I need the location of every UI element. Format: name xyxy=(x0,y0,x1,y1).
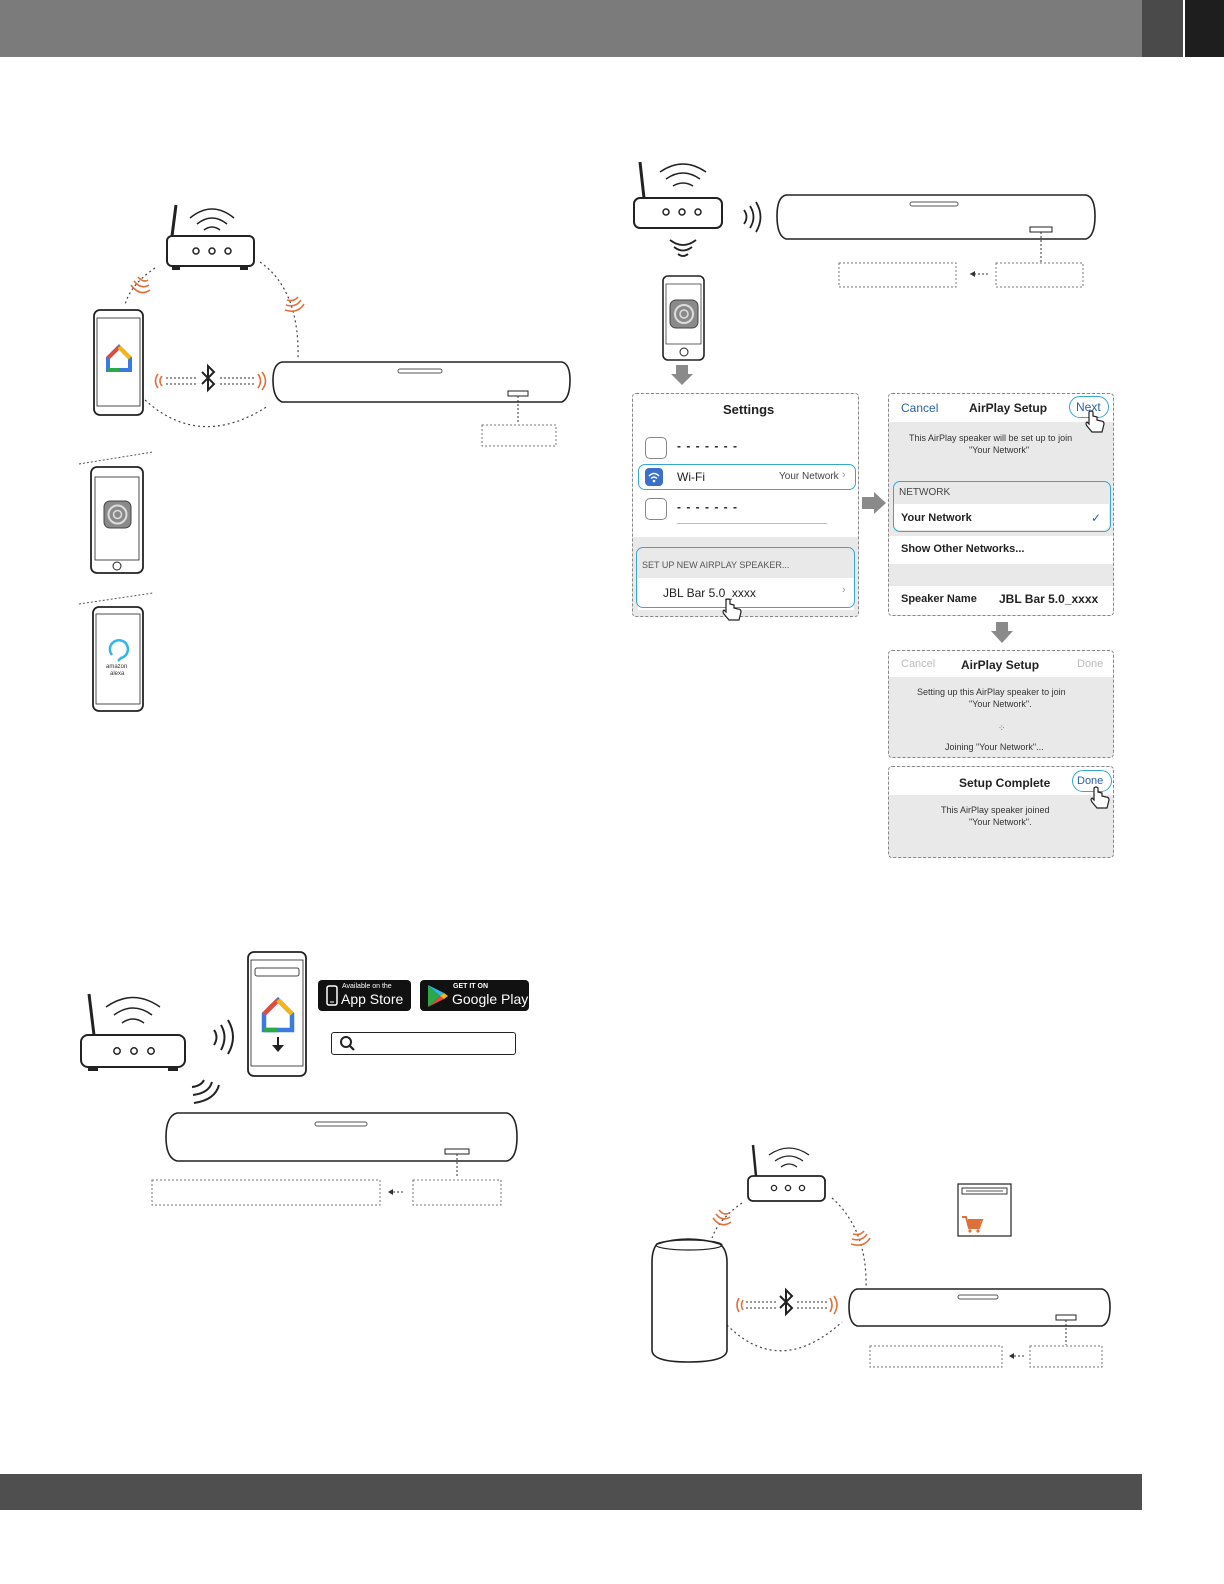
next-button-label: Next xyxy=(1076,400,1101,414)
done-button[interactable]: Done xyxy=(1072,770,1112,792)
alexa-app-text-alexa: alexa xyxy=(110,671,125,677)
wireless-signal-icon xyxy=(712,1209,871,1246)
wifi-icon xyxy=(645,468,663,486)
arrow-down-icon xyxy=(991,622,1013,643)
complete-message-2: "Your Network". xyxy=(969,817,1032,827)
airplay-progress-screen: Cancel AirPlay Setup Done Setting up thi… xyxy=(888,650,1114,758)
soundbar-icon xyxy=(776,194,1096,277)
phone-settings-icon xyxy=(90,466,144,574)
network-value[interactable]: Your Network xyxy=(901,512,972,524)
alexa-app-text-amazon: amazon xyxy=(106,664,128,670)
wifi-label: Wi-Fi xyxy=(677,470,705,484)
bluetooth-link-icon xyxy=(736,1287,838,1317)
app-search-input[interactable] xyxy=(331,1032,516,1055)
hand-pointer-icon xyxy=(1090,786,1110,809)
phone-google-home-icon xyxy=(93,309,144,416)
show-other-networks[interactable]: Show Other Networks... xyxy=(901,543,1025,555)
arrow-down-icon xyxy=(671,365,693,385)
settings-row-1[interactable]: - - - - - - - xyxy=(677,439,738,453)
new-airplay-section-header: SET UP NEW AIRPLAY SPEAKER... xyxy=(642,560,790,570)
smart-speaker-icon xyxy=(651,1238,728,1363)
speaker-name-label: Speaker Name xyxy=(901,593,977,605)
done-button-label: Done xyxy=(1077,775,1104,787)
apple-phone-icon xyxy=(326,985,338,1006)
chevron-right-icon: › xyxy=(842,584,846,596)
arrow-right-icon xyxy=(862,492,886,514)
soundbar-icon xyxy=(848,1288,1111,1359)
cancel-button[interactable]: Cancel xyxy=(901,401,939,415)
network-header: NETWORK xyxy=(899,487,951,498)
google-play-small-text: GET IT ON xyxy=(453,983,488,990)
airplay-speaker-name[interactable]: JBL Bar 5.0_xxxx xyxy=(663,586,756,600)
airplay-progress-title: AirPlay Setup xyxy=(961,658,1040,672)
phone-alexa-icon xyxy=(92,606,144,712)
router-icon xyxy=(80,993,186,1071)
setup-complete-screen: Setup Complete This AirPlay speaker join… xyxy=(888,766,1114,858)
router-icon xyxy=(633,161,762,257)
spinner-icon: ⁘ xyxy=(998,723,1006,733)
soundbar-icon xyxy=(165,1112,518,1195)
top-header-tab xyxy=(1142,0,1183,57)
wireless-signal-icon xyxy=(130,276,305,312)
airplay-setup-title: AirPlay Setup xyxy=(969,401,1048,415)
progress-message-1: Setting up this AirPlay speaker to join xyxy=(917,687,1066,697)
wireless-signal-icon xyxy=(191,1019,234,1104)
network-selection[interactable]: NETWORK Your Network ✓ xyxy=(893,481,1111,532)
airplay-message-1: This AirPlay speaker will be set up to j… xyxy=(909,433,1073,443)
progress-message-2: "Your Network". xyxy=(969,699,1032,709)
router-icon xyxy=(747,1144,826,1202)
chevron-right-icon: › xyxy=(842,469,846,481)
phone-google-home-download-icon xyxy=(247,951,307,1077)
top-header-tab-dark xyxy=(1185,0,1224,57)
app-store-big-text: App Store xyxy=(341,991,404,1007)
settings-row-3[interactable]: - - - - - - - xyxy=(677,500,738,514)
settings-row-icon xyxy=(645,498,667,520)
bluetooth-link-icon xyxy=(154,363,267,393)
app-store-small-text: Available on the xyxy=(342,983,392,990)
google-play-big-text: Google Play xyxy=(452,991,529,1007)
router-icon xyxy=(166,204,255,270)
settings-row-icon xyxy=(645,437,667,459)
bottom-footer-bar xyxy=(0,1474,1142,1510)
cancel-button-disabled: Cancel xyxy=(901,658,936,670)
google-play-badge[interactable]: GET IT ON Google Play xyxy=(420,980,529,1011)
hand-pointer-icon xyxy=(722,598,742,621)
phone-settings-icon xyxy=(662,275,705,361)
joining-text: Joining "Your Network"... xyxy=(945,742,1044,752)
complete-message-1: This AirPlay speaker joined xyxy=(941,805,1050,815)
done-button-disabled: Done xyxy=(1077,658,1104,670)
new-airplay-speaker-section[interactable]: SET UP NEW AIRPLAY SPEAKER... JBL Bar 5.… xyxy=(636,547,855,608)
top-header-bar xyxy=(0,0,1142,57)
google-play-icon xyxy=(428,985,448,1007)
soundbar-icon xyxy=(272,361,571,424)
wifi-row[interactable]: Wi-Fi Your Network › xyxy=(638,464,856,490)
app-store-badge[interactable]: Available on the App Store xyxy=(318,980,411,1011)
settings-title: Settings xyxy=(723,402,775,417)
hand-pointer-icon xyxy=(1085,410,1105,433)
wifi-value: Your Network xyxy=(779,471,839,482)
setup-complete-title: Setup Complete xyxy=(959,776,1051,790)
shopping-cart-box-icon xyxy=(957,1183,1012,1237)
airplay-message-2: "Your Network" xyxy=(969,445,1030,455)
speaker-name-value[interactable]: JBL Bar 5.0_xxxx xyxy=(999,592,1099,606)
checkmark-icon: ✓ xyxy=(1091,511,1102,525)
search-icon xyxy=(340,1036,355,1051)
